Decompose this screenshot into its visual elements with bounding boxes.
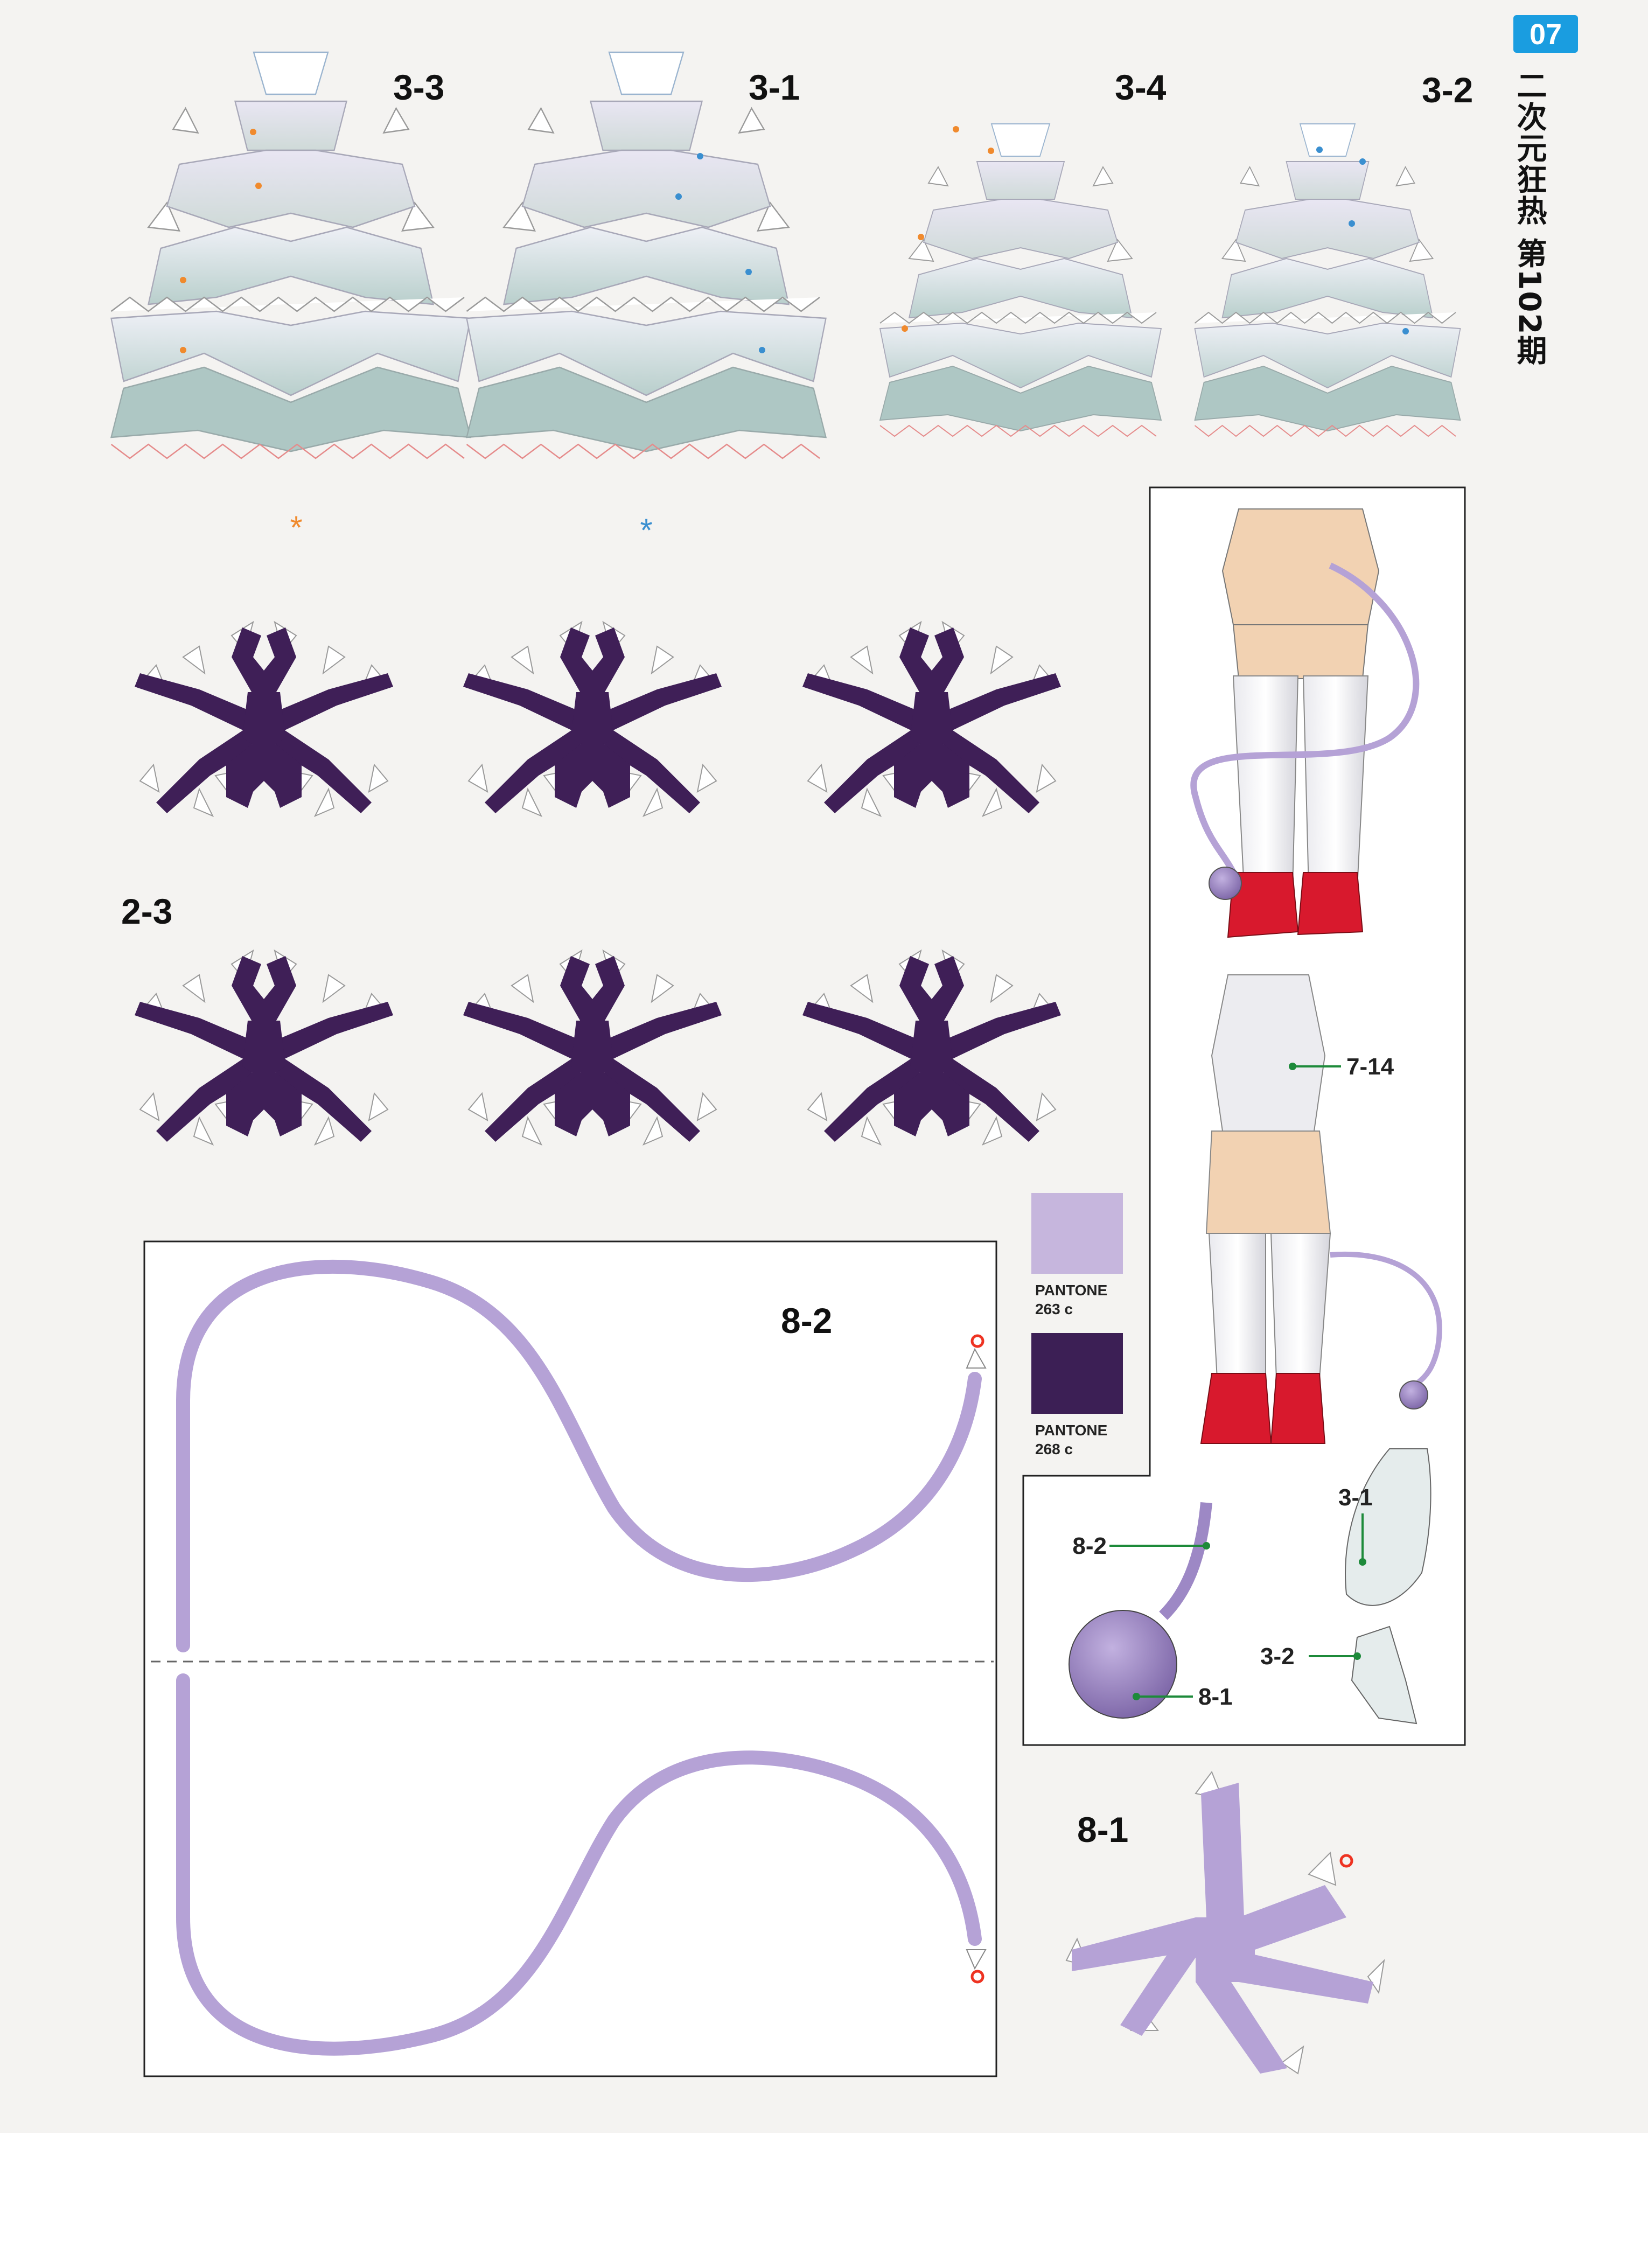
asterisk-marker: * [290, 510, 302, 546]
label-3-4: 3-4 [1115, 67, 1167, 107]
orange-dot-marker [180, 347, 186, 353]
red-circle-marker [970, 1970, 984, 1984]
tail-strip-upper [176, 1259, 982, 1652]
blue-dot-marker [675, 193, 682, 200]
blue-dot-marker [1359, 158, 1366, 165]
callout-8-2: 8-2 [1072, 1533, 1107, 1559]
label-8-2: 8-2 [781, 1301, 832, 1341]
orange-dot-marker [953, 126, 959, 132]
label-3-2: 3-2 [1422, 70, 1473, 110]
page-number: 07 [1530, 18, 1562, 51]
spider-parts-2-3 [134, 622, 1062, 1145]
blue-dot-marker [745, 269, 752, 275]
figure-front-view [1200, 974, 1442, 1444]
tail-panel-8-2 [143, 1240, 997, 2077]
tail-strip-lower [176, 1673, 982, 2056]
figure-rear-view [1190, 508, 1420, 938]
swatch-code: 268 c [1035, 1441, 1073, 1457]
swatch-263c [1031, 1193, 1123, 1274]
asterisk-marker: * [640, 512, 652, 548]
swatch-code: 263 c [1035, 1301, 1073, 1317]
swatch-brand: PANTONE [1035, 1282, 1107, 1299]
red-circle-marker [970, 1334, 984, 1348]
skirt-part-3-4 [879, 123, 1162, 437]
skirt-part-3-3: * [110, 51, 471, 546]
blue-dot-marker [1316, 146, 1323, 153]
orange-dot-marker [250, 129, 256, 135]
pantone-swatches: PANTONE 263 c PANTONE 268 c [1031, 1193, 1123, 1457]
blue-dot-marker [1402, 328, 1409, 334]
model-panel: 7-14 8-2 8-1 3-1 3-2 [1022, 486, 1466, 1746]
orange-dot-marker [918, 234, 924, 240]
orange-dot-marker [180, 277, 186, 283]
skirt-part-3-2 [1194, 123, 1461, 437]
callout-3-1: 3-1 [1338, 1484, 1373, 1511]
blue-dot-marker [759, 347, 765, 353]
callout-8-1: 8-1 [1198, 1684, 1233, 1710]
blue-dot-marker [697, 153, 703, 159]
orange-dot-marker [255, 183, 262, 189]
skirt-part-3-1: * [466, 51, 827, 548]
label-3-1: 3-1 [749, 67, 800, 107]
label-8-1: 8-1 [1077, 1810, 1128, 1850]
callout-3-2: 3-2 [1260, 1643, 1295, 1670]
magazine-issue-title: 二次元狂热 第102期 [1512, 70, 1547, 367]
orange-dot-marker [902, 325, 908, 332]
page-number-badge: 07 [1513, 15, 1578, 53]
detail-assembly: 8-2 8-1 3-1 3-2 [1069, 1448, 1431, 1725]
swatch-268c [1031, 1333, 1123, 1414]
orange-dot-marker [988, 148, 994, 154]
swatch-brand: PANTONE [1035, 1422, 1107, 1439]
callout-7-14: 7-14 [1346, 1053, 1394, 1080]
blue-dot-marker [1349, 220, 1355, 227]
page-bottom-margin [0, 2133, 1648, 2268]
label-3-3: 3-3 [393, 67, 444, 107]
red-circle-marker [1339, 1854, 1353, 1868]
label-2-3: 2-3 [121, 891, 172, 931]
ball-part-8-1 [1065, 1770, 1385, 2075]
